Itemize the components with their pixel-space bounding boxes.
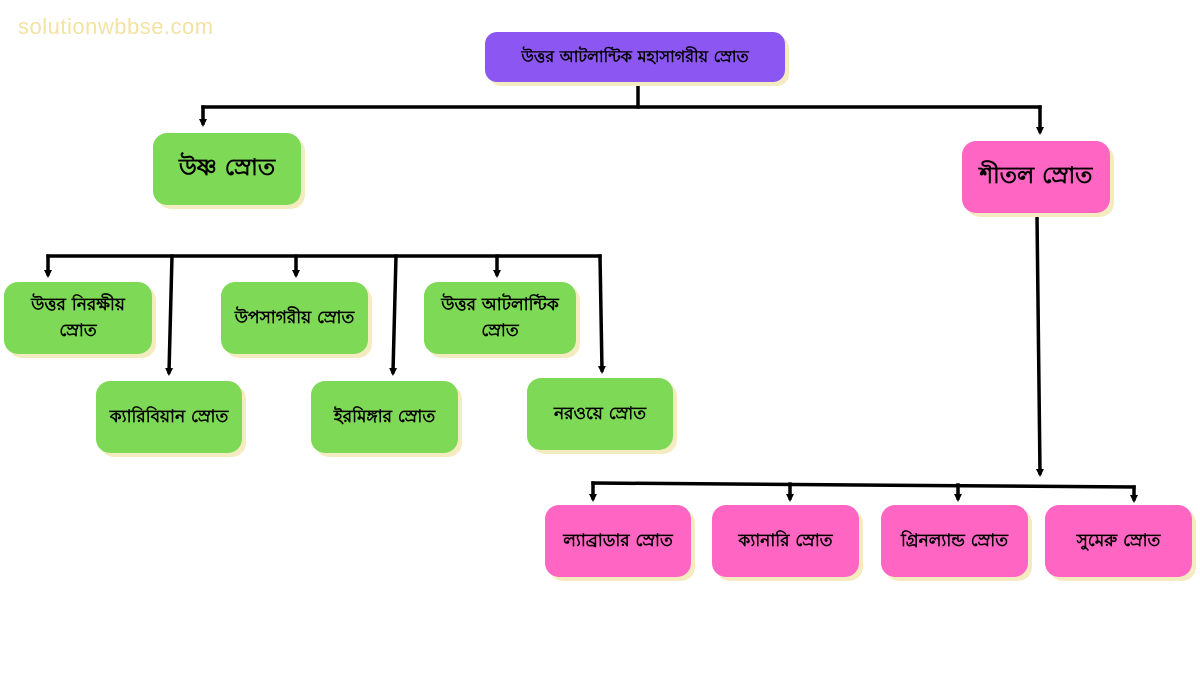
warm-child-node: ইরমিঙ্গার স্রোত [311,381,458,453]
cold-child-node: ক্যানারি স্রোত [712,505,859,577]
warm-child-node: উত্তর নিরক্ষীয় স্রোত [4,282,152,354]
cold-stem [1035,214,1044,477]
warm-child-node: ক্যারিবিয়ান স্রোত [96,381,242,453]
cold-bar [591,481,1136,489]
root-node: উত্তর আটলান্টিক মহাসাগরীয় স্রোত [485,32,785,82]
cold-child-node: গ্রিনল্যান্ড স্রোত [881,505,1028,577]
cold-child-node: ল্যাব্রাডার স্রোত [545,505,691,577]
cold-child-node: সুমেরু স্রোত [1045,505,1192,577]
warm-child-node: উত্তর আটলান্টিক স্রোত [424,282,576,354]
watermark: solutionwbbse.com [18,14,214,39]
warm-child-node: নরওয়ে স্রোত [527,378,673,450]
cold-current-node: শীতল স্রোত [962,141,1110,213]
warm-child-node: উপসাগরীয় স্রোত [221,282,368,354]
warm-current-node: উষ্ণ স্রোত [153,133,301,205]
